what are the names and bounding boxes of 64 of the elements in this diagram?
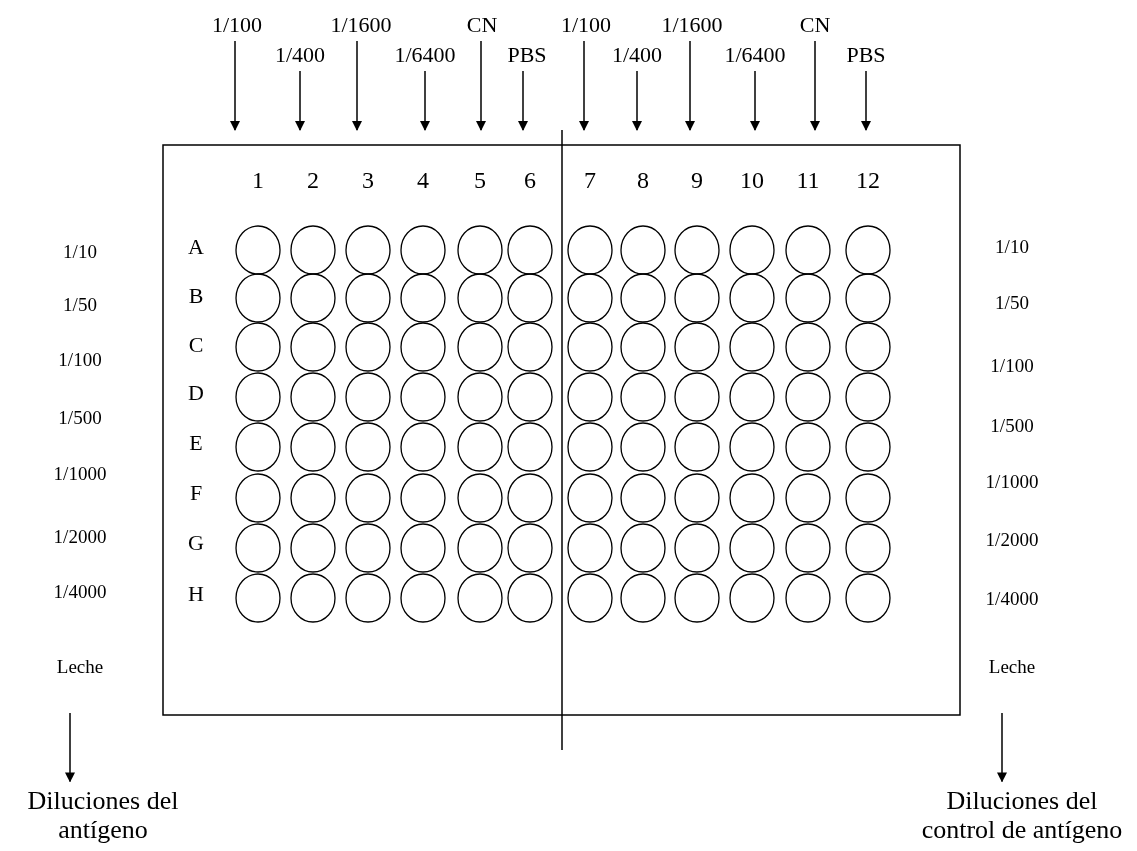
dilution-label: PBS [507, 42, 547, 68]
dilution-label: CN [466, 12, 498, 38]
column-number: 10 [740, 166, 764, 194]
arrow [352, 40, 362, 131]
column-number: 11 [796, 166, 820, 194]
dilution-label: 1/1600 [330, 12, 392, 38]
dilution-label: 1/100 [560, 12, 612, 38]
row-letter: C [188, 332, 204, 358]
dilution-label: 1/400 [611, 42, 663, 68]
column-number: 12 [856, 166, 880, 194]
column-number: 8 [637, 166, 649, 194]
arrow [579, 40, 589, 131]
dilution-label: Leche [56, 656, 104, 678]
row-letter: G [188, 530, 204, 556]
dilution-label: 1/1000 [53, 463, 107, 485]
dilution-label: 1/4000 [53, 581, 107, 603]
row-letter: A [188, 234, 204, 260]
dilution-label: 1/500 [58, 407, 102, 429]
column-number: 2 [307, 166, 319, 194]
arrow [420, 70, 430, 131]
column-number: 1 [252, 166, 264, 194]
dilution-label: 1/100 [211, 12, 263, 38]
column-number: 7 [584, 166, 596, 194]
arrow [685, 40, 695, 131]
arrow [810, 40, 820, 131]
dilution-label: CN [799, 12, 831, 38]
dilution-label: PBS [846, 42, 886, 68]
arrow [295, 70, 305, 131]
arrow [65, 712, 75, 783]
column-number: 5 [474, 166, 486, 194]
arrow [861, 70, 871, 131]
arrow [476, 40, 486, 131]
dilution-label: 1/400 [274, 42, 326, 68]
column-number: 9 [691, 166, 703, 194]
dilution-label: 1/1600 [661, 12, 723, 38]
caption-text: Diluciones del control de antígeno [914, 787, 1130, 845]
dilution-label: 1/10 [995, 236, 1029, 258]
row-letter: E [189, 430, 203, 456]
dilution-label: 1/100 [990, 355, 1034, 377]
dilution-label: Leche [988, 656, 1036, 678]
arrow [230, 40, 240, 131]
dilution-label: 1/500 [990, 415, 1034, 437]
dilution-label: 1/6400 [724, 42, 786, 68]
row-letter: F [189, 480, 203, 506]
row-letter: H [188, 581, 204, 607]
column-number: 6 [524, 166, 536, 194]
dilution-label: 1/100 [58, 349, 102, 371]
dilution-label: 1/50 [995, 292, 1029, 314]
dilution-label: 1/10 [63, 241, 97, 263]
row-letter: B [188, 283, 204, 309]
dilution-label: 1/2000 [985, 529, 1039, 551]
arrow [518, 70, 528, 131]
column-number: 3 [362, 166, 374, 194]
arrow [997, 712, 1007, 783]
arrow [750, 70, 760, 131]
dilution-label: 1/2000 [53, 526, 107, 548]
dilution-label: 1/50 [63, 294, 97, 316]
column-number: 4 [417, 166, 429, 194]
dilution-label: 1/1000 [985, 471, 1039, 493]
dilution-label: 1/4000 [985, 588, 1039, 610]
dilution-label: 1/6400 [394, 42, 456, 68]
caption-text: Diluciones del antígeno [3, 787, 203, 845]
row-letter: D [188, 380, 204, 406]
arrow [632, 70, 642, 131]
